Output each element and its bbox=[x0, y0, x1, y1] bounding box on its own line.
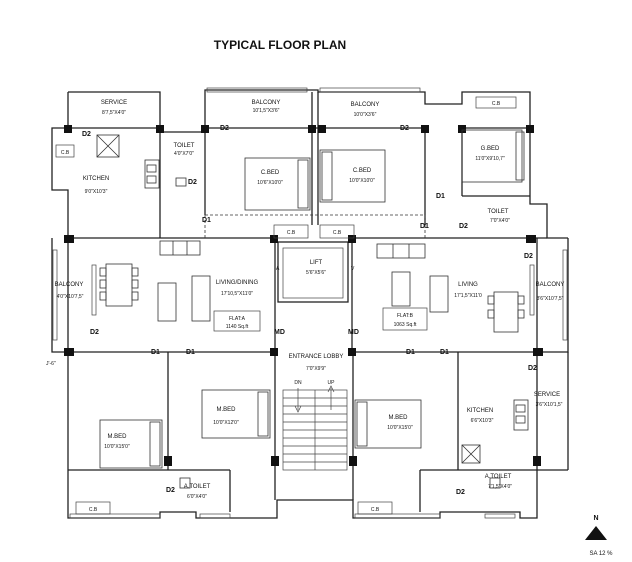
furniture bbox=[96, 129, 529, 489]
balcony-left-dim: 4'0"X10'7,5" bbox=[57, 294, 84, 300]
structural-columns bbox=[64, 125, 543, 466]
door-md-right: MD bbox=[348, 329, 359, 336]
stair-up: UP bbox=[328, 380, 336, 386]
north-letter: N bbox=[593, 515, 598, 522]
door-md-left: MD bbox=[274, 329, 285, 336]
lift-name: LIFT bbox=[310, 260, 323, 266]
living-dining-dim: 17'10,5"X11'0" bbox=[221, 291, 253, 297]
cbed-right-name: C.BED bbox=[353, 168, 372, 174]
toilet-left-name: TOILET bbox=[174, 143, 195, 149]
staircase bbox=[282, 385, 348, 471]
service-left-dim: 8'7,5"X4'0" bbox=[102, 110, 126, 116]
sa-label: SA 12 % bbox=[589, 551, 613, 557]
door-d1-gbed: D1 bbox=[436, 193, 445, 200]
door-d2-balcony-east: D2 bbox=[524, 253, 533, 260]
mbed-left-dim: 10'0"X15'0" bbox=[104, 444, 130, 450]
mbed-center-dim: 10'0"X12'0" bbox=[213, 420, 239, 426]
balcony-right-dim: 3'6"X10'7,5" bbox=[537, 296, 564, 302]
balcony-top-left-name: BALCONY bbox=[252, 100, 281, 106]
north-arrow: N SA 12 % bbox=[585, 515, 613, 557]
flat-a-box: FLAT:A 1140 Sq.ft bbox=[213, 310, 261, 332]
gbed-name: G.BED bbox=[481, 146, 500, 152]
mbed-right-name: M.BED bbox=[388, 415, 408, 421]
flat-b-area: 1063 Sq.ft bbox=[394, 322, 417, 328]
living-dining-name: LIVING/DINING bbox=[216, 280, 259, 286]
kitchen-left-dim: 9'0"X10'3" bbox=[85, 189, 108, 195]
door-d2-balcony-left: D2 bbox=[220, 125, 229, 132]
toilet-left-dim: 4'0"X7'0" bbox=[174, 151, 194, 157]
flat-a-name: FLAT:A bbox=[229, 316, 246, 322]
living-right-name: LIVING bbox=[458, 282, 478, 288]
cb-label-lift-right: C.B bbox=[333, 230, 342, 236]
balcony-top-right-name: BALCONY bbox=[351, 102, 380, 108]
cbed-right-dim: 10'0"X10'0" bbox=[349, 178, 375, 184]
toilet-right-name: TOILET bbox=[488, 209, 509, 215]
door-d2-service: D2 bbox=[82, 131, 91, 138]
gbed-dim: 11'0"X9'10,7" bbox=[475, 156, 505, 162]
door-d2-toilet: D2 bbox=[188, 179, 197, 186]
door-d1-mbed-right: D1 bbox=[406, 349, 415, 356]
toilet-right-dim: 7'0"X4'0" bbox=[490, 218, 510, 224]
cbed-left-dim: 10'6"X10'0" bbox=[257, 180, 283, 186]
balcony-left-name: BALCONY bbox=[55, 282, 84, 288]
lift-dim: 5'6"X5'6" bbox=[306, 270, 326, 276]
cb-label-lift-left: C.B bbox=[287, 230, 296, 236]
plan-title: TYPICAL FLOOR PLAN bbox=[213, 38, 347, 52]
lift-shaft bbox=[277, 241, 349, 303]
flat-b-box: FLAT:B 1063 Sq.ft bbox=[382, 307, 428, 331]
living-right-dim: 17'1,5"X11'0 bbox=[454, 293, 482, 299]
door-d1-cbed-left: D1 bbox=[202, 217, 211, 224]
lift-car bbox=[282, 247, 344, 299]
door-d2-atoilet-right: D2 bbox=[456, 489, 465, 496]
north-arrow-icon bbox=[585, 526, 607, 540]
door-d1-mbed-center: D1 bbox=[186, 349, 195, 356]
interior-walls bbox=[67, 92, 547, 512]
kitchen-right-dim: 6'6"X10'3" bbox=[471, 418, 494, 424]
flat-b-name: FLAT:B bbox=[397, 313, 414, 319]
service-left-name: SERVICE bbox=[101, 100, 127, 106]
lift-mark-v: V bbox=[351, 266, 355, 272]
cb-label-bottom-left: C.B bbox=[89, 507, 98, 513]
atoilet-right-dim: 7'1,5"X4'0" bbox=[488, 484, 512, 490]
cb-label-bottom-right: C.B bbox=[371, 507, 380, 513]
atoilet-left-name: A.TOILET bbox=[184, 484, 211, 490]
entrance-lobby-name: ENTRANCE LOBBY bbox=[289, 354, 344, 360]
entrance-lobby-dim: 7'0"X9'9" bbox=[306, 366, 326, 372]
mbed-center-name: M.BED bbox=[216, 407, 236, 413]
balcony-right-name: BALCONY bbox=[536, 282, 565, 288]
service-right-name: SERVICE bbox=[534, 392, 560, 398]
cbed-left-name: C.BED bbox=[261, 170, 280, 176]
flat-a-area: 1140 Sq.ft bbox=[226, 324, 249, 330]
mbed-right-dim: 10'0"X15'0" bbox=[387, 425, 413, 431]
door-d1-cbed-right: D1 bbox=[420, 223, 429, 230]
balcony-top-left-dim: 10'1,5"X3'6" bbox=[253, 108, 280, 114]
door-d2-balcony-right: D2 bbox=[400, 125, 409, 132]
cb-label-gbed: C.B bbox=[492, 101, 501, 107]
cb-label-kitchen: C.B bbox=[61, 150, 70, 156]
kitchen-right-name: KITCHEN bbox=[467, 408, 493, 414]
kitchen-left-name: KITCHEN bbox=[83, 176, 109, 182]
atoilet-right-name: A.TOILET bbox=[485, 474, 512, 480]
balcony-top-right-dim: 10'0"X3'6" bbox=[354, 112, 377, 118]
door-d2-balcony-west: D2 bbox=[90, 329, 99, 336]
door-d2-service-right: D2 bbox=[528, 365, 537, 372]
mbed-left-name: M.BED bbox=[107, 434, 127, 440]
atoilet-left-dim: 6'0"X4'0" bbox=[187, 494, 207, 500]
stair-dn: DN bbox=[294, 380, 302, 386]
dimension-mark: J'-6" bbox=[46, 361, 56, 367]
door-d1-mbed-left: D1 bbox=[151, 349, 160, 356]
door-d2-toilet-right: D2 bbox=[459, 223, 468, 230]
service-right-dim: 3'6"X10'1,5" bbox=[536, 402, 563, 408]
cb-boxes bbox=[55, 96, 517, 515]
door-d2-atoilet-left: D2 bbox=[166, 487, 175, 494]
door-d1-kitchen-right: D1 bbox=[440, 349, 449, 356]
lift-mark-a: A bbox=[276, 266, 280, 272]
window-marks bbox=[52, 87, 568, 519]
